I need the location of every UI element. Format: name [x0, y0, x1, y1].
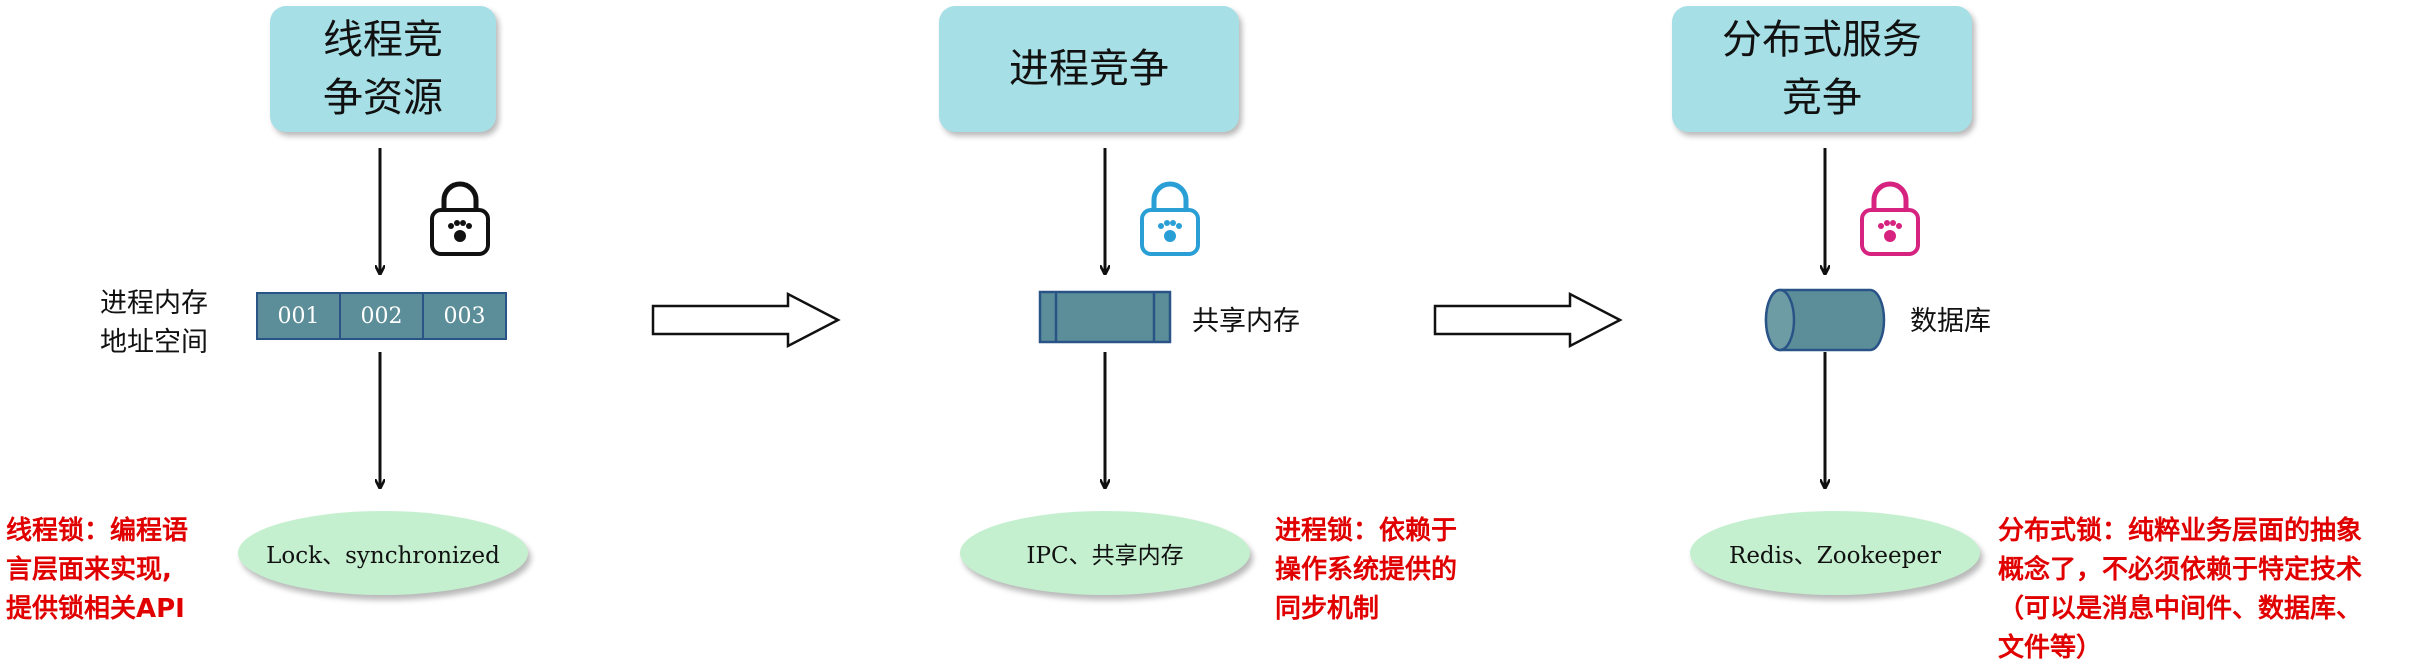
distributed-service-competition-box: 分布式服务 竞争 — [1672, 6, 1972, 132]
thread-competition-label: 线程竞 争资源 — [323, 17, 443, 121]
lock-icon — [430, 181, 490, 256]
distributed-lock-note: 分布式锁：纯粹业务层面的抽象 概念了，不必须依赖于特定技术 （可以是消息中间件、… — [1998, 516, 2363, 663]
memory-cell-001-label: 001 — [277, 303, 320, 329]
shared-memory-label: 共享内存 — [1192, 306, 1300, 337]
thread-competition-box: 线程竞 争资源 — [270, 6, 496, 132]
thread-lock-note: 线程锁：编程语 言层面来实现, 提供锁相关API — [6, 516, 189, 624]
stage-transition-arrow-2 — [1433, 291, 1623, 349]
memory-cell-002: 002 — [339, 292, 424, 340]
process-lock-result-ellipse: IPC、共享内存 — [960, 511, 1250, 595]
memory-cell-001: 001 — [256, 292, 341, 340]
database-cylinder-icon — [1764, 288, 1886, 352]
thread-lock-result-ellipse: Lock、synchronized — [238, 511, 528, 595]
stage-transition-arrow-1 — [651, 291, 841, 349]
database-label: 数据库 — [1910, 306, 1991, 337]
distributed-lock-result-ellipse: Redis、Zookeeper — [1690, 511, 1980, 595]
process-memory-address-space-label: 进程内存 地址空间 — [100, 288, 208, 359]
distributed-lock-result-label: Redis、Zookeeper — [1729, 543, 1941, 569]
lock-icon-pink — [1860, 181, 1920, 256]
process-competition-label: 进程竞争 — [1009, 46, 1169, 92]
thread-lock-result-label: Lock、synchronized — [266, 543, 500, 569]
memory-cell-003-label: 003 — [443, 303, 486, 329]
memory-cell-003: 003 — [422, 292, 507, 340]
process-lock-note: 进程锁：依赖于 操作系统提供的 同步机制 — [1275, 516, 1458, 624]
memory-cell-002-label: 002 — [360, 303, 403, 329]
process-lock-result-label: IPC、共享内存 — [1026, 543, 1184, 569]
distributed-service-competition-label: 分布式服务 竞争 — [1722, 17, 1922, 121]
shared-memory-block — [1038, 290, 1172, 344]
lock-icon-blue — [1140, 181, 1200, 256]
process-competition-box: 进程竞争 — [939, 6, 1239, 132]
